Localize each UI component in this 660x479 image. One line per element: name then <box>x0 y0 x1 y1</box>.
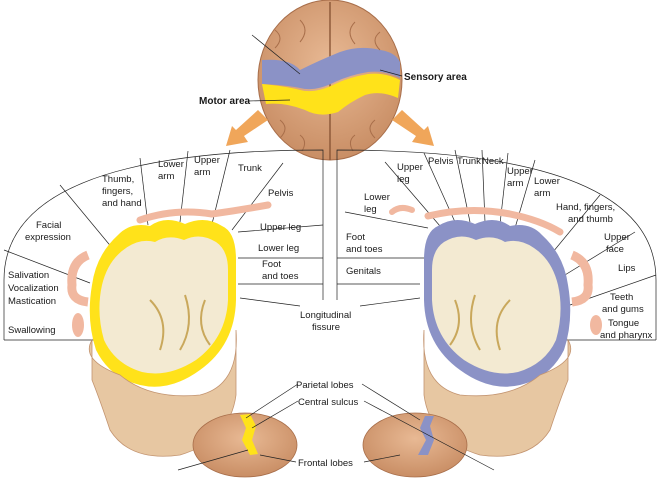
motor-foot-1: Foot <box>262 259 281 270</box>
sensory-lower-arm-1: Lower <box>534 176 560 187</box>
sensory-tongue-1: Tongue <box>608 318 639 329</box>
motor-thumb-2: fingers, <box>102 186 133 197</box>
sensory-hand-1: Hand, fingers, <box>556 202 615 213</box>
sensory-teeth-1: Teeth <box>610 292 633 303</box>
sensory-lower-arm-2: arm <box>534 188 550 199</box>
motor-upper-arm-2: arm <box>194 167 210 178</box>
sensory-lips: Lips <box>618 263 636 274</box>
frontal-lobes-label: Frontal lobes <box>298 458 353 469</box>
sensory-tongue-2: and pharynx <box>600 330 653 341</box>
sensory-hand-2: and thumb <box>568 214 613 225</box>
motor-area-label: Motor area <box>199 96 251 107</box>
motor-upper-leg: Upper leg <box>260 222 301 233</box>
top-brain-illustration <box>257 0 403 161</box>
sensory-upper-leg-2: leg <box>397 174 410 185</box>
sensory-pelvis: Pelvis <box>428 156 454 167</box>
motor-thumb-1: Thumb, <box>102 174 134 185</box>
motor-mastication: Mastication <box>8 296 56 307</box>
central-sulcus-label: Central sulcus <box>298 397 358 408</box>
motor-upper-arm-1: Upper <box>194 155 220 166</box>
motor-lower-leg: Lower leg <box>258 243 299 254</box>
longitudinal-fissure-label-1: Longitudinal <box>300 310 351 321</box>
sensory-lower-leg-2: leg <box>364 204 377 215</box>
sensory-foot-1: Foot <box>346 232 365 243</box>
sensory-foot-2: and toes <box>346 244 383 255</box>
sensory-genitals: Genitals <box>346 266 381 277</box>
sensory-upper-face-2: face <box>606 244 624 255</box>
sensory-upper-face-1: Upper <box>604 232 630 243</box>
motor-vocalization: Vocalization <box>8 283 59 294</box>
sensory-neck: Neck <box>482 156 504 167</box>
sensory-trunk: Trunk <box>457 156 481 167</box>
lateral-brain-left <box>192 412 298 478</box>
motor-arc <box>3 149 324 341</box>
sensory-lower-leg-1: Lower <box>364 192 390 203</box>
parietal-lobes-label: Parietal lobes <box>296 380 354 391</box>
sensory-cortex-section <box>389 204 602 457</box>
sensory-upper-arm-2: arm <box>507 178 523 189</box>
sensory-teeth-2: and gums <box>602 304 644 315</box>
longitudinal-fissure-label-2: fissure <box>312 322 340 333</box>
sensory-upper-leg-1: Upper <box>397 162 423 173</box>
motor-salivation: Salivation <box>8 270 49 281</box>
lateral-brain-right <box>362 412 468 478</box>
motor-lower-arm-1: Lower <box>158 159 184 170</box>
motor-trunk: Trunk <box>238 163 262 174</box>
motor-foot-2: and toes <box>262 271 299 282</box>
motor-facial-2: expression <box>25 232 71 243</box>
sensory-upper-arm-1: Upper <box>507 166 533 177</box>
motor-lower-arm-2: arm <box>158 171 174 182</box>
arrow-to-sensory <box>392 110 434 146</box>
motor-swallowing: Swallowing <box>8 325 56 336</box>
arrow-to-motor <box>226 110 268 146</box>
motor-facial-1: Facial <box>36 220 61 231</box>
leader-lines <box>177 34 495 471</box>
motor-pelvis: Pelvis <box>268 188 294 199</box>
motor-thumb-3: and hand <box>102 198 142 209</box>
motor-cortex-section <box>67 201 272 457</box>
sensory-area-label: Sensory area <box>404 72 467 83</box>
